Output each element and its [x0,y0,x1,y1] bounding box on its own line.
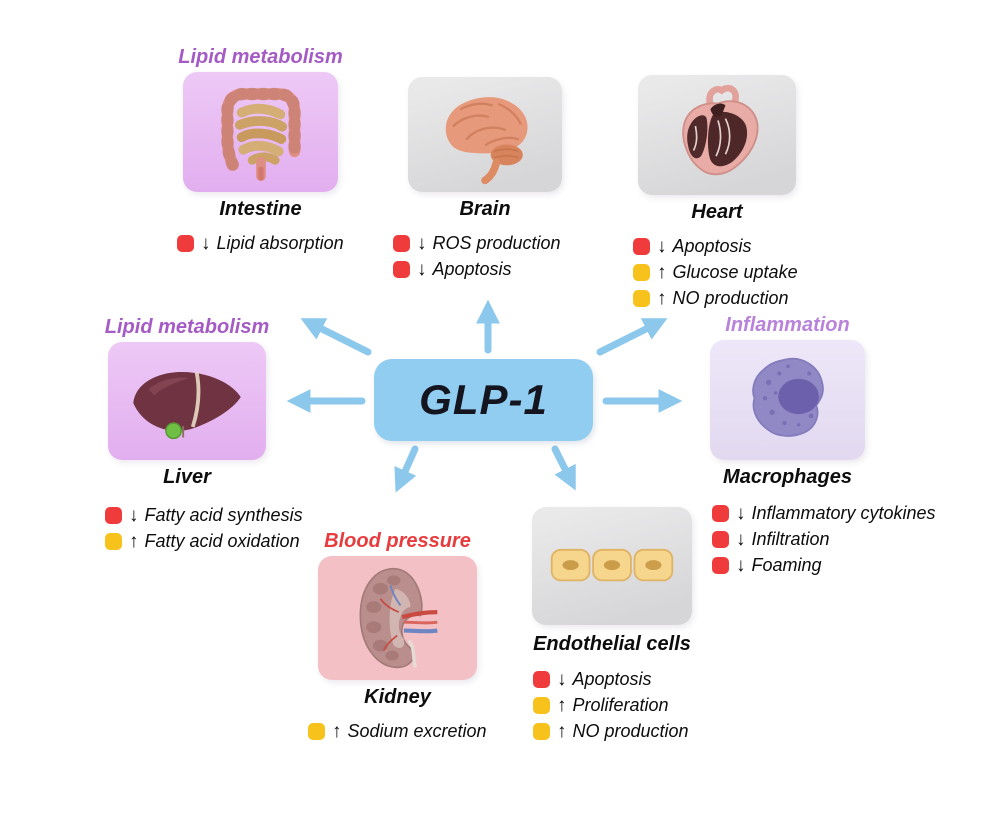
heading-inflammation: Inflammation [725,314,850,336]
group-intestine: Lipid metabolism Intestine [177,44,344,256]
effect-item: ↑ NO production [633,285,798,311]
group-brain: Brain ↓ ROS production ↓ Apoptosis [393,75,562,282]
effect-item: ↓ Apoptosis [393,256,561,282]
effect-text: Lipid absorption [216,232,344,253]
yellow-square-icon [533,696,550,714]
effect-text: Apoptosis [672,235,752,256]
effect-text: Glucose uptake [672,261,798,282]
down-arrow-icon: ↓ [657,235,667,257]
heart-image-box [638,75,796,195]
group-macrophages: Inflammation Macrophages ↓ Inflammatory … [710,312,936,578]
red-square-icon [393,260,410,278]
down-arrow-icon: ↓ [417,232,427,254]
down-arrow-icon: ↓ [557,668,567,690]
up-arrow-icon: ↑ [657,261,667,283]
macrophages-image-box [710,340,865,460]
down-arrow-icon: ↓ [736,502,746,524]
effect-text: NO production [572,720,689,741]
group-kidney: Blood pressure Kidney [308,528,487,744]
effect-text: Foaming [751,554,822,575]
effect-text: Apoptosis [572,668,652,689]
organ-name-brain: Brain [459,198,511,220]
down-arrow-icon: ↓ [417,258,427,280]
effect-item: ↓ ROS production [393,230,561,256]
yellow-square-icon [633,263,650,281]
intestine-icon [220,87,301,182]
effect-item: ↓ Fatty acid synthesis [105,502,303,528]
heart-icon [682,84,759,176]
effect-item: ↑ NO production [533,718,689,744]
up-arrow-icon: ↑ [657,287,667,309]
up-arrow-icon: ↑ [557,720,567,742]
yellow-square-icon [308,722,325,740]
group-heart: Heart ↓ Apoptosis ↑ Glucose uptake ↑ NO … [633,73,798,311]
effect-item: ↑ Glucose uptake [633,259,798,285]
liver-icon [133,371,241,440]
brain-image-box [408,77,562,192]
effect-text: Apoptosis [432,258,512,279]
organ-name-macrophages: Macrophages [723,466,852,488]
red-square-icon [177,234,194,252]
arrow-to-endothelial-cells [551,445,576,491]
effect-text: Fatty acid synthesis [144,504,303,525]
endothelial-cells-icon [550,548,674,582]
arrow-to-intestine [300,318,372,356]
down-arrow-icon: ↓ [201,232,211,254]
kidney-icon [359,567,438,669]
red-square-icon [712,530,729,548]
effect-text: Infiltration [751,528,830,549]
effect-text: Sodium excretion [347,720,487,741]
effect-item: ↑ Proliferation [533,692,689,718]
yellow-square-icon [105,532,122,550]
effect-text: Proliferation [572,694,669,715]
effect-item: ↓ Lipid absorption [177,230,344,256]
red-square-icon [533,670,550,688]
organ-name-liver: Liver [163,466,211,488]
effect-item: ↓ Inflammatory cytokines [712,500,936,526]
up-arrow-icon: ↑ [129,530,139,552]
intestine-image-box [183,72,338,192]
down-arrow-icon: ↓ [736,554,746,576]
red-square-icon [393,234,410,252]
effect-item: ↓ Apoptosis [533,666,689,692]
yellow-square-icon [533,722,550,740]
effect-text: NO production [672,287,789,308]
group-liver: Lipid metabolism Liver ↓ Fatty acid synt… [104,314,303,554]
heading-blood-pressure: Blood pressure [324,530,471,552]
yellow-square-icon [633,289,650,307]
down-arrow-icon: ↓ [736,528,746,550]
effect-item: ↓ Apoptosis [633,233,798,259]
heading-lipid-metabolism: Lipid metabolism [178,46,343,68]
red-square-icon [712,504,729,522]
up-arrow-icon: ↑ [557,694,567,716]
organ-name-heart: Heart [691,201,743,223]
liver-image-box [108,342,266,460]
arrow-to-kidney [394,445,419,493]
kidney-image-box [318,556,477,680]
down-arrow-icon: ↓ [129,504,139,526]
group-endothelial-cells: Endothelial cells ↓ Apoptosis ↑ Prolifer… [532,505,692,744]
effect-item: ↑ Fatty acid oxidation [105,528,303,554]
red-square-icon [105,506,122,524]
red-square-icon [712,556,729,574]
red-square-icon [633,237,650,255]
organ-name-kidney: Kidney [364,686,431,708]
effect-text: Inflammatory cytokines [751,502,936,523]
heading-lipid-metabolism: Lipid metabolism [104,316,270,338]
effect-item: ↑ Sodium excretion [308,718,487,744]
organ-name-intestine: Intestine [219,198,302,220]
effect-text: Fatty acid oxidation [144,530,300,551]
endothelial-image-box [532,507,692,625]
brain-icon [445,96,528,184]
macrophage-icon [751,357,824,437]
up-arrow-icon: ↑ [332,720,342,742]
effect-text: ROS production [432,232,561,253]
glp1-node: GLP-1 [374,359,593,441]
effect-item: ↓ Infiltration [712,526,936,552]
organ-name-endothelial-cells: Endothelial cells [533,633,691,655]
arrow-to-heart [596,318,668,356]
effect-item: ↓ Foaming [712,552,936,578]
